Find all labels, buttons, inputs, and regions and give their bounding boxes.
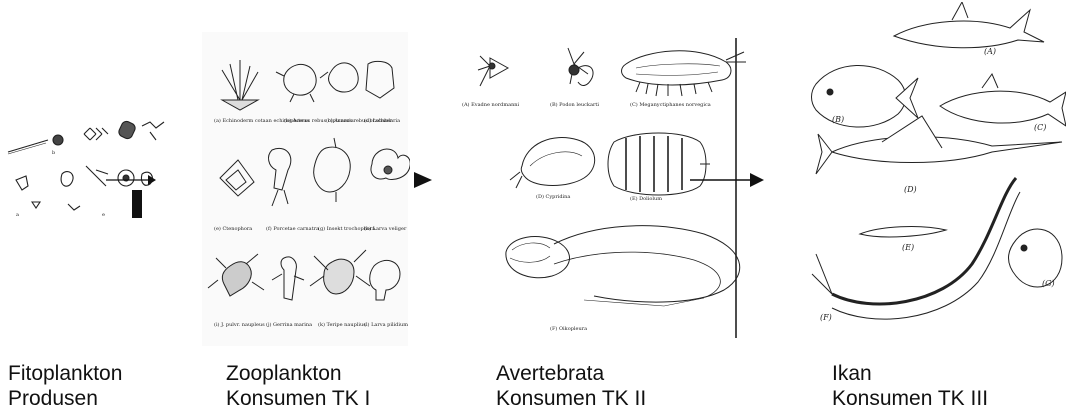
zoo-label: (j) Gerrina marina <box>266 321 312 328</box>
zoo-label: (k) Teripe nauplius <box>318 321 366 328</box>
stage-role: Konsumen TK I <box>226 386 370 411</box>
stage-role: Produsen <box>8 386 122 411</box>
zoo-label: (e) Ctenophora <box>214 225 252 232</box>
invertebrate-label-e: (E) Doliolum <box>630 195 662 202</box>
zooplankton-illustration: (a) Echinoderm cotaan echinopluteus (b) … <box>200 30 410 348</box>
svg-text:e: e <box>102 212 105 218</box>
stage-role: Konsumen TK III <box>832 386 988 411</box>
fish-label-a: (A) <box>984 47 996 56</box>
zoo-label: (d) Lobster <box>364 117 393 124</box>
invertebrate-label-b: (B) Podon leuckarti <box>550 101 599 108</box>
fish-label-f: (F) <box>820 313 832 322</box>
caption-avertebrata: Avertebrata Konsumen TK II <box>496 361 646 411</box>
zoo-label: (i) J. pulvr. naupleus <box>214 321 265 328</box>
arrow-invertebrate-to-fish <box>690 172 766 193</box>
zoo-label: (h) Larva veliger <box>364 225 407 232</box>
invertebrate-label-f: (F) Oikopleura <box>550 325 587 332</box>
fish-label-b: (B) <box>832 115 844 124</box>
stage-name: Ikan <box>832 361 988 386</box>
fish-label-c: (C) <box>1034 123 1046 132</box>
fish-label-e: (E) <box>902 243 914 252</box>
svg-text:a: a <box>16 212 19 218</box>
fish-label-d: (D) <box>904 185 917 194</box>
caption-fitoplankton: Fitoplankton Produsen <box>8 361 122 411</box>
zoo-label: (f) Porcetae carnatra <box>266 225 319 232</box>
phytoplankton-illustration: b a e <box>2 112 172 220</box>
stage-name: Fitoplankton <box>8 361 122 386</box>
stage-name: Avertebrata <box>496 361 646 386</box>
invertebrate-label-c: (C) Meganyctiphanes norvegica <box>630 101 711 108</box>
fish-illustration: (A) (B) (C) (D) (E) (F) (G) <box>802 2 1066 348</box>
stage-name: Zooplankton <box>226 361 370 386</box>
stage-role: Konsumen TK II <box>496 386 646 411</box>
arrow-zoo-to-invertebrate <box>410 172 434 193</box>
svg-text:b: b <box>52 150 55 156</box>
fish-label-g: (G) <box>1042 279 1055 288</box>
caption-zooplankton: Zooplankton Konsumen TK I <box>226 361 370 411</box>
caption-ikan: Ikan Konsumen TK III <box>832 361 988 411</box>
invertebrate-label-d: (D) Cypridina <box>536 193 570 200</box>
invertebrate-label-a: (A) Evadne nordmanni <box>462 101 520 108</box>
zoo-label: (l) Larva pilidium <box>364 321 408 328</box>
